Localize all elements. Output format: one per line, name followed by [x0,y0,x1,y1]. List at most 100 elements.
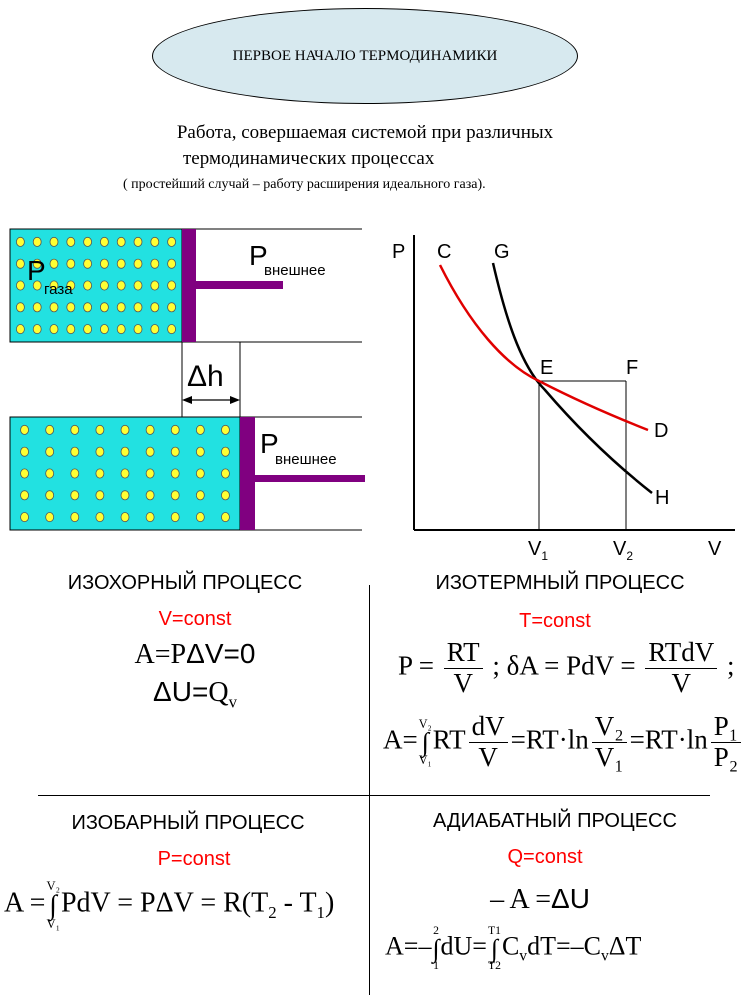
adiabatic-formula-1: – A =ΔU [490,883,590,915]
gas-particle [20,468,29,479]
gas-particle [20,424,29,435]
gas-particle [195,468,205,479]
gas-particle [195,512,205,523]
label-d: D [654,420,669,442]
gas-particles-bottom [20,424,230,523]
gas-particle [20,512,29,523]
gas-particle [195,424,205,435]
gas-particle [221,490,230,501]
gas-particle [45,446,55,457]
isothermal-title: ИЗОТЕРМНЫЙ ПРОЦЕСС [435,572,685,594]
gas-particle [120,512,130,523]
gas-particle [116,324,126,335]
gas-particle [15,324,25,335]
isotherm-curve [438,264,649,432]
gas-particle [133,236,143,247]
gas-particle [120,468,130,479]
gas-particle [45,490,55,501]
vertical-divider [369,585,370,995]
gas-particle [100,236,109,247]
gas-particle [15,236,25,247]
gas-particle [83,280,92,291]
gas-particles-top [15,236,177,335]
gas-particle [70,468,80,479]
gas-particle [150,236,160,247]
isochoric-formula-energy: ΔU=Qv [153,676,237,712]
gas-particle [66,280,76,291]
gas-particle [32,258,42,269]
gas-particle [100,280,109,291]
gas-particle [170,490,180,501]
gas-particle [100,302,109,313]
gas-particle [15,258,25,269]
gas-particle [70,490,80,501]
gas-particle [116,302,126,313]
gas-particle [150,280,160,291]
gas-particle [70,512,80,523]
gas-particle [20,446,29,457]
adiabatic-title: АДИАБАТНЫЙ ПРОЦЕСС [433,810,677,832]
p-ext-label-top: P [249,240,268,271]
piston-rod-top [196,281,283,289]
piston-diagram [9,228,365,531]
piston-rod-bottom [255,475,365,482]
gas-particle [70,424,80,435]
isochoric-title: ИЗОХОРНЫЙ ПРОЦЕСС [67,572,303,594]
gas-particle [133,324,143,335]
gas-particle [221,512,230,523]
gas-particle [170,424,180,435]
title-ellipse: ПЕРВОЕ НАЧАЛО ТЕРМОДИНАМИКИ [152,8,578,104]
gas-particle [49,302,59,313]
gas-particle [20,490,29,501]
gas-particle [32,302,42,313]
gas-particle [221,446,230,457]
gas-particle [66,236,76,247]
label-h: H [655,487,670,509]
gas-particle [116,236,126,247]
gas-particle [116,258,126,269]
pv-graph [413,235,735,531]
gas-particle [49,324,59,335]
gas-particle [221,424,230,435]
gas-particle [95,424,105,435]
gas-particle [32,324,42,335]
gas-particle [145,512,155,523]
p-gas-sub: газа [44,281,73,298]
isobaric-condition: P=const [157,848,231,870]
delta-h-label: Δh [187,360,224,393]
gas-particle [221,468,230,479]
gas-particle [66,302,76,313]
horizontal-divider [38,795,710,796]
gas-particle [45,512,55,523]
gas-particle [70,446,80,457]
gas-particle [167,324,177,335]
gas-particle [83,302,92,313]
subtitle-note: ( простейший случай – работу расширения … [123,177,486,192]
piston-top [182,229,196,342]
subtitle-line1: Работа, совершаемая системой при различн… [176,122,554,143]
axis-v-label: V [708,538,722,560]
axis-p-label: P [392,241,406,263]
gas-particle [167,236,177,247]
gas-particle [150,324,160,335]
label-v2: V2 [613,538,634,563]
isothermal-condition: T=const [519,610,591,632]
gas-particle [145,490,155,501]
p-ext-label-bottom: P [260,428,279,459]
gas-particle [133,280,143,291]
gas-particle [120,446,130,457]
isobaric-title: ИЗОБАРНЫЙ ПРОЦЕСС [71,812,305,834]
gas-particle [170,468,180,479]
gas-particle [95,512,105,523]
gas-particle [195,446,205,457]
gas-particle [133,258,143,269]
gas-particle [145,424,155,435]
gas-particle [133,302,143,313]
p-ext-sub-bottom: внешнее [275,451,337,468]
gas-particle [95,490,105,501]
gas-particle [116,280,126,291]
gas-particle [32,280,42,291]
gas-particle [15,280,25,291]
